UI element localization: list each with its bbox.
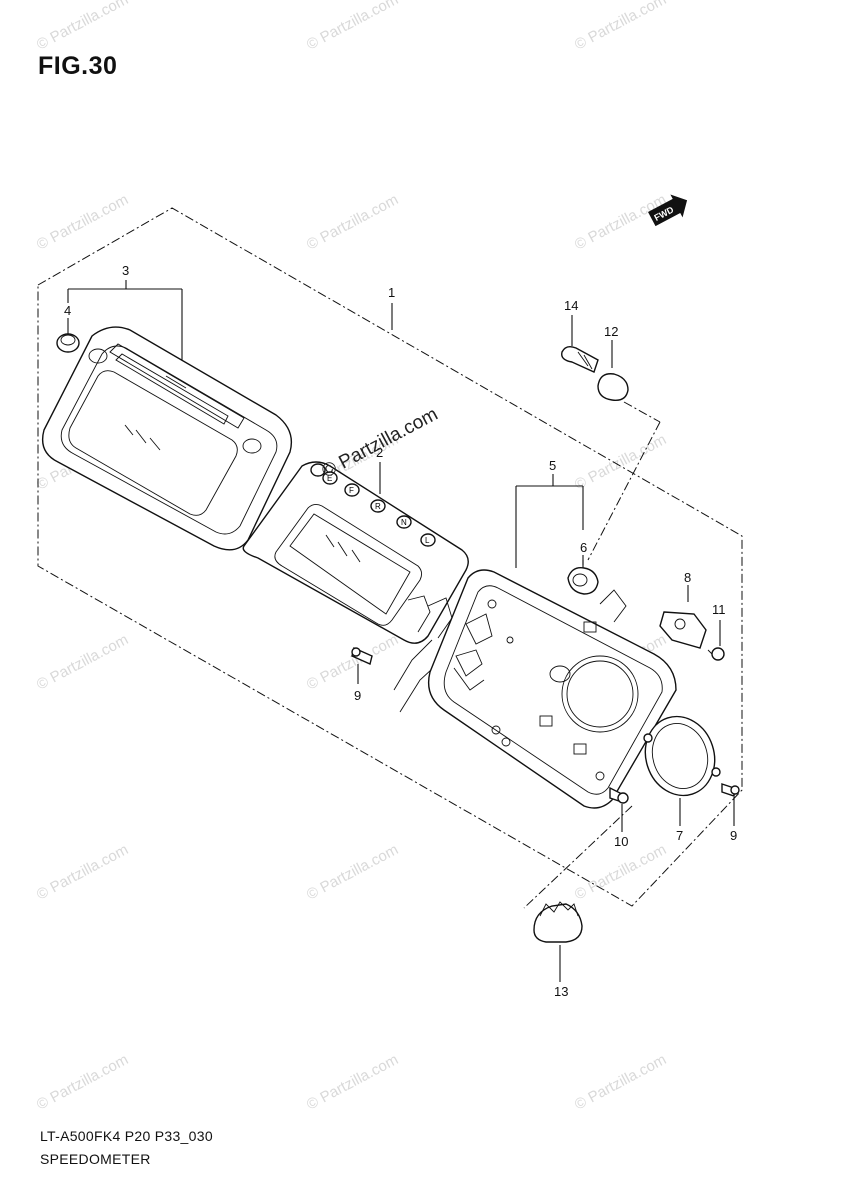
callout-11: 11 (712, 602, 726, 617)
bulb-holder-part-13 (523, 805, 633, 982)
watermark-text: © Partzilla.com (304, 191, 401, 253)
meter-cover-part-3 (41, 326, 293, 551)
figure-name: SPEEDOMETER (40, 1151, 151, 1167)
callout-7: 7 (676, 828, 683, 843)
watermark-text: © Partzilla.com (34, 1051, 131, 1113)
watermark-text: © Partzilla.com (34, 191, 131, 253)
callout-9-right: 9 (730, 828, 737, 843)
callout-8: 8 (684, 570, 691, 585)
watermark-text: © Partzilla.com (304, 0, 401, 54)
callout-14: 14 (564, 298, 578, 313)
callout-4: 4 (64, 303, 71, 318)
watermark-text: © Partzilla.com (34, 631, 131, 693)
bracket-plate-part-8 (659, 585, 707, 649)
watermark-text: © Partzilla.com (304, 1051, 401, 1113)
indicator-letter: R (375, 502, 381, 511)
callout-12: 12 (604, 324, 618, 339)
indicator-lamp (420, 533, 436, 547)
indicator-letter: L (425, 536, 430, 545)
callout-13: 13 (554, 984, 568, 999)
watermark-text: © Partzilla.com (572, 1051, 669, 1113)
callout-2: 2 (376, 445, 383, 460)
indicator-letter: N (401, 518, 407, 527)
indicator-letter: F (349, 486, 354, 495)
bracket-5 (515, 474, 584, 570)
screw-part-9-left (351, 647, 373, 684)
callout-3: 3 (122, 263, 129, 278)
screw-part-10 (609, 786, 629, 832)
watermark-text: © Partzilla.com (572, 841, 669, 903)
indicator-lamp (396, 515, 412, 529)
callout-10: 10 (614, 834, 628, 849)
callout-9-left: 9 (354, 688, 361, 703)
watermark-text: © Partzilla.com (572, 0, 669, 54)
figure-title: FIG.30 (38, 52, 118, 80)
callout-5: 5 (549, 458, 556, 473)
watermark-text: © Partzilla.com (304, 631, 401, 693)
meter-lens-part-2: F R N L E (242, 461, 469, 713)
grommet-part-4 (56, 333, 80, 353)
gasket-ring-part-7 (643, 715, 721, 826)
assembly-boundary (37, 207, 743, 907)
callout-1: 1 (388, 285, 395, 300)
watermark-text: © Partzilla.com (572, 431, 669, 493)
nut-part-12 (587, 340, 661, 561)
grommet-part-6 (567, 555, 599, 595)
indicator-letter: E (327, 474, 332, 483)
indicator-lamp (344, 483, 360, 497)
meter-case-part-5 (427, 569, 677, 809)
bolt-part-14 (561, 315, 599, 373)
indicator-lamp (370, 499, 386, 513)
watermark-text: © Partzilla.com (34, 0, 131, 54)
fwd-arrow-icon: FWD (648, 194, 688, 227)
indicator-lamp (322, 471, 338, 485)
screw-part-11 (707, 620, 725, 661)
indicator-lamps: F R N L E (322, 471, 436, 547)
screw-part-9-right (721, 783, 740, 826)
figure-code: LT-A500FK4 P20 P33_030 (40, 1128, 213, 1144)
callout-6: 6 (580, 540, 587, 555)
watermark-text: © Partzilla.com (304, 841, 401, 903)
watermark-text: © Partzilla.com (34, 841, 131, 903)
